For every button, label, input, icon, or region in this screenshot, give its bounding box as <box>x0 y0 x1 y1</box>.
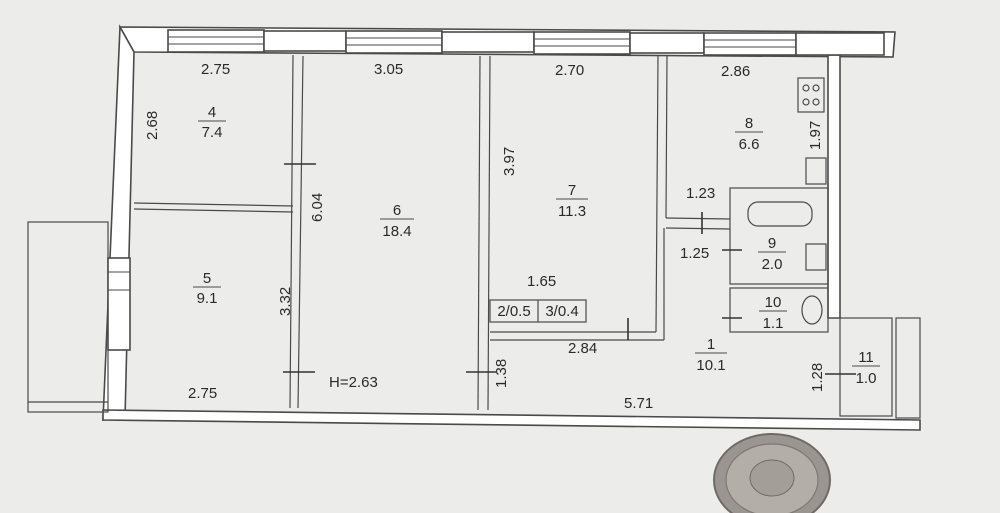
dim-1-97: 1.97 <box>807 121 824 150</box>
wall-room6-7 <box>477 55 481 411</box>
dim-5-71: 5.71 <box>624 395 653 412</box>
window-room8 <box>703 32 797 56</box>
room-number: 6 <box>393 202 401 219</box>
room-9-label: 9 2.0 <box>758 235 786 273</box>
closet-11 <box>839 317 893 417</box>
room-10-label: 10 1.1 <box>759 294 787 332</box>
dim-6-04: 6.04 <box>309 193 326 222</box>
dim-1-28: 1.28 <box>809 363 826 392</box>
wall-room7-8 <box>655 55 659 333</box>
toilet-icon <box>801 295 823 325</box>
room-number: 5 <box>203 270 211 287</box>
closet-2-label: 2/0.5 <box>497 303 530 320</box>
dim-1-38: 1.38 <box>493 359 510 388</box>
room-number: 11 <box>858 349 874 366</box>
dim-3-32: 3.32 <box>277 287 294 316</box>
room-area: 6.6 <box>739 136 760 153</box>
room-7-label: 7 11.3 <box>556 182 588 220</box>
pier-4 <box>795 32 885 56</box>
pier-2 <box>441 31 535 53</box>
dim-2-70: 2.70 <box>555 62 584 79</box>
window-room7 <box>533 31 631 55</box>
room-number: 8 <box>745 115 753 132</box>
wall-room8-bottom <box>665 217 731 220</box>
room-area: 11.3 <box>558 203 586 220</box>
bathtub-icon <box>747 201 813 227</box>
wall-left-room6 <box>289 54 294 409</box>
dim-1-23: 1.23 <box>686 185 715 202</box>
right-wall <box>827 54 841 319</box>
dim-3-97: 3.97 <box>501 147 518 176</box>
dim-1-25: 1.25 <box>680 245 709 262</box>
room-4-label: 4 7.4 <box>198 104 226 141</box>
room-1-label: 1 10.1 <box>695 336 727 374</box>
dim-2-84: 2.84 <box>568 340 597 357</box>
door-marks <box>283 163 856 375</box>
pier-3 <box>629 32 705 54</box>
room-area: 10.1 <box>696 357 725 374</box>
dim-2-75-bottom: 2.75 <box>188 385 217 402</box>
dim-2-68: 2.68 <box>144 111 161 140</box>
sink-icon <box>805 243 827 271</box>
room-number: 10 <box>765 294 782 311</box>
room-area: 1.0 <box>856 370 877 387</box>
balcony-outline <box>27 221 109 413</box>
room-number: 4 <box>208 104 216 121</box>
room-number: 7 <box>568 182 576 199</box>
wall-4-5 <box>133 202 294 207</box>
closet-3-label: 3/0.4 <box>545 303 578 320</box>
room-area: 7.4 <box>202 124 223 141</box>
dim-1-65: 1.65 <box>527 273 556 290</box>
shaft <box>895 317 921 419</box>
dim-3-05: 3.05 <box>374 61 403 78</box>
interior-walls <box>133 54 921 419</box>
windows <box>167 29 885 56</box>
stove-icon <box>797 77 825 113</box>
coin <box>713 433 831 513</box>
room-11-label: 11 1.0 <box>852 349 880 387</box>
room-5-label: 5 9.1 <box>193 270 221 307</box>
room-area: 1.1 <box>763 315 784 332</box>
bottom-wall <box>102 409 921 431</box>
dim-2-75-top: 2.75 <box>201 61 230 78</box>
window-room4 <box>167 29 265 53</box>
room-number: 1 <box>707 336 715 353</box>
toilet-10 <box>729 287 829 333</box>
room-number: 9 <box>768 235 776 252</box>
room-8-label: 8 6.6 <box>735 115 763 153</box>
room-area: 18.4 <box>382 223 411 240</box>
bathroom-9 <box>729 187 829 285</box>
room-area: 9.1 <box>197 290 218 307</box>
balcony-door <box>107 257 131 351</box>
balcony <box>27 221 131 413</box>
kitchen-sink-icon <box>805 157 827 185</box>
fixtures <box>747 77 827 325</box>
pier-1 <box>263 30 347 52</box>
window-room6 <box>345 30 443 54</box>
room-area: 2.0 <box>762 256 783 273</box>
dim-2-86: 2.86 <box>721 63 750 80</box>
ceiling-height: H=2.63 <box>329 374 378 391</box>
room-6-label: 6 18.4 <box>380 202 414 240</box>
